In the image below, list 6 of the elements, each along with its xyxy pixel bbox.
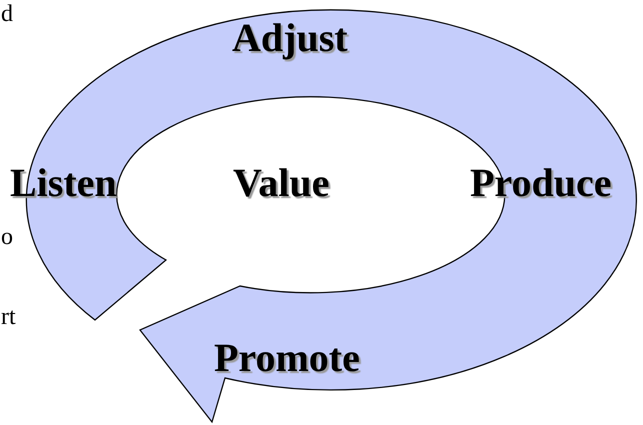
cut-off-text: o bbox=[1, 225, 13, 249]
cycle-label: Value bbox=[233, 163, 330, 203]
cycle-label: Adjust bbox=[232, 18, 348, 58]
cut-off-text: rt bbox=[1, 305, 16, 329]
cut-off-text: d bbox=[1, 2, 13, 26]
cycle-label: Promote bbox=[214, 338, 360, 378]
